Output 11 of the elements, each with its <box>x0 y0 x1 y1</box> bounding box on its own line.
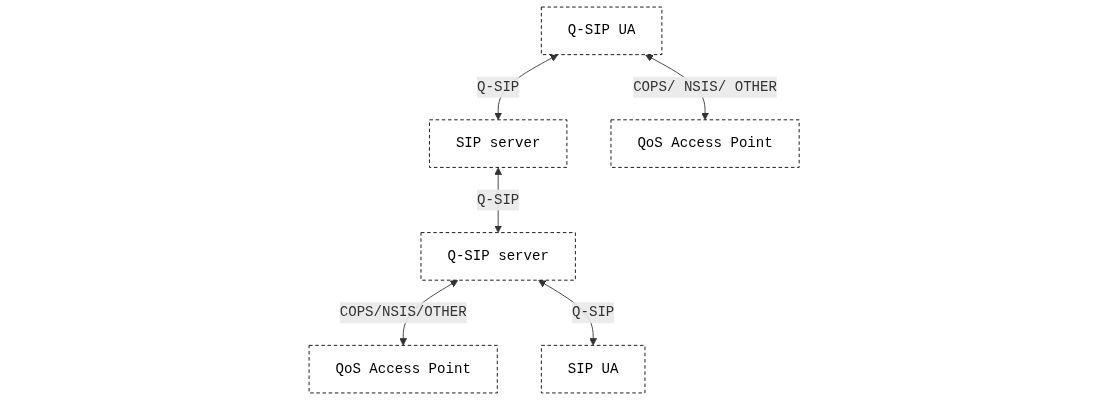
node-box: SIP UA <box>541 344 646 394</box>
edge-label: COPS/NSIS/OTHER <box>340 304 468 321</box>
node-box: Q-SIP server <box>420 232 577 281</box>
edge-label: COPS/ NSIS/ OTHER <box>633 79 778 96</box>
node-box: QoS Access Point <box>309 344 499 394</box>
node-box: Q-SIP UA <box>541 6 663 56</box>
edge-label: Q-SIP <box>477 79 520 96</box>
edge-label: Q-SIP <box>572 304 615 321</box>
node-box: QoS Access Point <box>610 119 800 168</box>
node-box: SIP server <box>429 119 568 168</box>
edge-label: Q-SIP <box>477 192 520 208</box>
